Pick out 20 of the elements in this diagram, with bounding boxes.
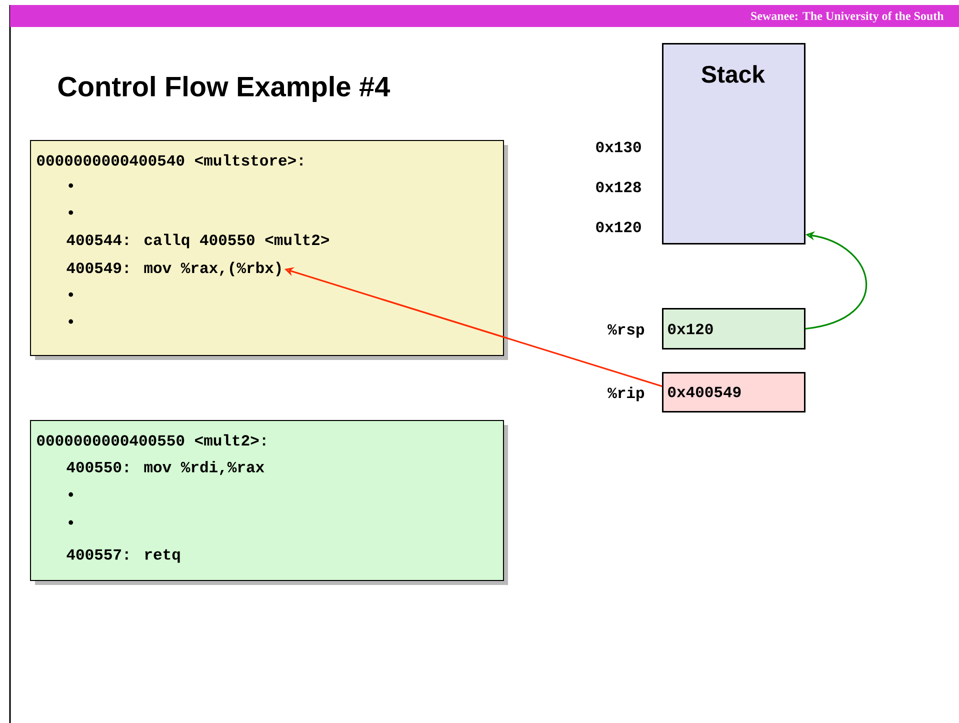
register-name: %rsp — [608, 324, 644, 338]
address-label: 0x130 — [596, 142, 641, 152]
address-label: 0x120 — [596, 222, 641, 232]
register-name: %rip — [608, 386, 644, 402]
code-line: • — [68, 292, 74, 297]
code-line: 400544: callq 400550 <mult2> — [66, 234, 329, 248]
stack-box: Stack — [662, 43, 806, 244]
code-line: 400550: mov %rdi,%rax — [66, 461, 264, 475]
code-line: • — [68, 319, 74, 324]
code-line: • — [68, 183, 74, 188]
code-line: • — [68, 492, 74, 497]
code-line: • — [68, 210, 74, 215]
code-line: 400549: mov %rax,(%rbx) — [66, 262, 281, 276]
register-box: 0x120 — [662, 308, 806, 350]
register-box: 0x400549 — [662, 372, 806, 412]
code-line: • — [68, 520, 74, 525]
header-text: Sewanee: The University of the South — [751, 11, 944, 23]
slide-title: Control Flow Example #4 — [58, 76, 390, 102]
address-label: 0x128 — [596, 182, 641, 192]
code-line: 400557: retq — [66, 549, 180, 563]
